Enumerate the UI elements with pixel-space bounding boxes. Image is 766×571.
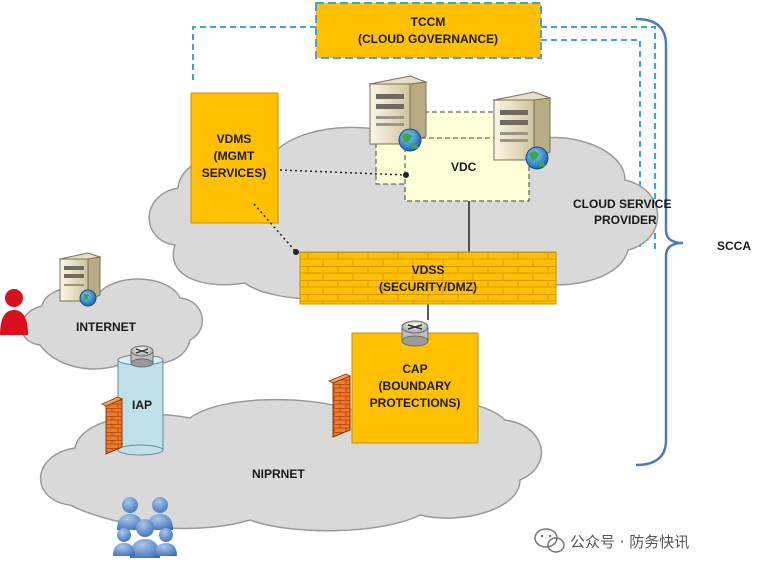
csp-label-line1: CLOUD SERVICE — [573, 197, 671, 211]
vdc-container: VDC — [375, 111, 530, 202]
tccm-governance-links — [192, 26, 656, 250]
globe-icon — [398, 128, 422, 152]
router-icon — [130, 345, 154, 368]
vdms-label-line1: VDMS — [217, 132, 252, 146]
niprnet-label: NIPRNET — [252, 467, 305, 481]
vdss-label-line2: (SECURITY/DMZ) — [379, 280, 477, 294]
tccm-box: TCCM (CLOUD GOVERNANCE) — [315, 2, 542, 59]
user-icon — [0, 289, 28, 335]
server-icon — [492, 91, 552, 161]
cap-label-line2: (BOUNDARY — [379, 379, 452, 393]
vdss-box: VDSS (SECURITY/DMZ) — [299, 251, 557, 305]
vdc-label: VDC — [451, 160, 477, 174]
internet-label: INTERNET — [76, 320, 137, 334]
scca-brace — [635, 17, 684, 467]
scca-label: SCCA — [717, 239, 751, 253]
cap-label-line1: CAP — [402, 362, 427, 376]
vdss-label-line1: VDSS — [412, 263, 445, 277]
router-icon — [401, 320, 429, 347]
tccm-label-line1: TCCM — [411, 15, 446, 29]
vdms-connections — [253, 169, 409, 255]
globe-icon — [525, 146, 549, 170]
server-icon — [368, 75, 428, 145]
firewall-icon — [328, 373, 351, 438]
vdms-box: VDMS (MGMT SERVICES) — [190, 92, 279, 224]
firewall-icon — [101, 396, 123, 455]
tccm-label-line2: (CLOUD GOVERNANCE) — [358, 32, 498, 46]
csp-label-line2: PROVIDER — [594, 213, 657, 227]
iap-node: IAP — [117, 354, 164, 456]
users-icon — [113, 497, 177, 558]
wechat-icon — [534, 528, 565, 553]
cap-box: CAP (BOUNDARY PROTECTIONS) — [351, 332, 479, 444]
cap-label-line3: PROTECTIONS) — [370, 396, 461, 410]
vdms-label-line3: SERVICES) — [202, 166, 266, 180]
server-icon — [58, 252, 102, 302]
watermark-text: 公众号 · 防务快讯 — [570, 533, 689, 551]
vdms-label-line2: (MGMT — [214, 149, 255, 163]
iap-label: IAP — [132, 398, 152, 412]
globe-icon — [79, 289, 97, 307]
